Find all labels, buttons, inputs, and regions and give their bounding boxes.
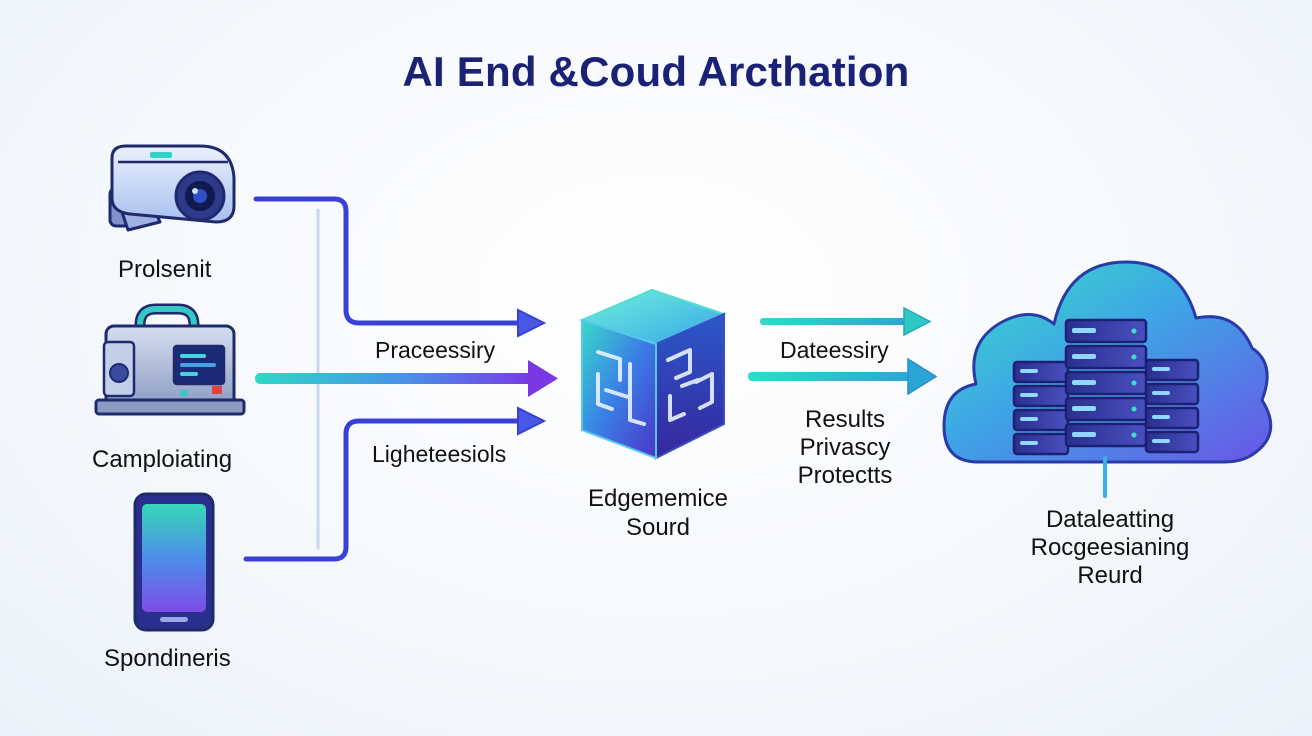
edge-processor-cube-icon [579, 288, 727, 460]
edge-to-cloud-arrow-top [760, 306, 932, 337]
security-camera-icon [108, 144, 236, 232]
arrow-label-right-top: Dateessiry [780, 337, 889, 363]
phone-connector-arrow [243, 406, 547, 562]
edge-node-label: Edgememice Sourd [587, 485, 729, 541]
gateway-connector-arrow [255, 360, 558, 397]
camera-connector-arrow [253, 196, 547, 338]
device-label-phone: Spondineris [104, 645, 231, 672]
cloud-server-icon [942, 260, 1273, 498]
cloud-node-label: Dataleatting Rocgeesianing Reurd [1030, 506, 1190, 589]
edge-to-cloud-arrow-bottom [748, 357, 938, 396]
page-title: AI End &Coud Arcthation [402, 48, 910, 95]
device-label-gateway: Camploiating [92, 446, 233, 473]
smartphone-icon [133, 492, 215, 632]
edge-gateway-box-icon [94, 303, 246, 416]
arrow-label-right-bottom: Results Privascy Protectts [797, 406, 893, 489]
arrow-label-top: Praceessiry [375, 337, 496, 363]
arrow-label-bottom: Ligheteesiols [372, 441, 507, 467]
device-label-camera: Prolsenit [118, 256, 212, 283]
